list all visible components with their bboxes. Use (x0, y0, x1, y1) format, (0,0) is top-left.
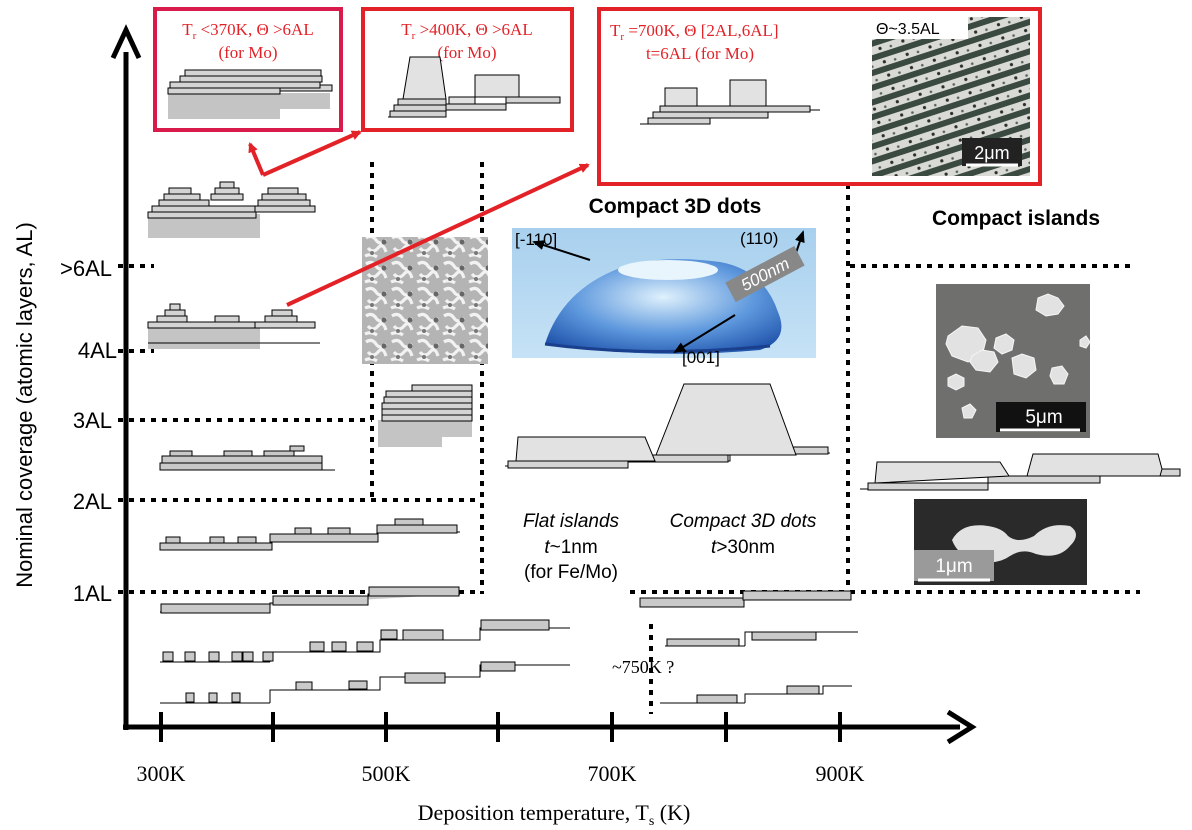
compact-islands-title: Compact islands (932, 207, 1100, 230)
schematic-6al-left (147, 181, 316, 238)
flat-islands-thickness: t~1nm (544, 537, 597, 558)
stripe-coverage-label: Θ~3.5AL (876, 21, 940, 38)
box1-condition: Tr <370K, Θ >6AL (182, 20, 313, 42)
x-tick-700k: 700K (588, 761, 637, 786)
axes: 300K 500K 700K 900K Deposition temperatu… (12, 24, 977, 829)
flat-islands-label: Flat islands (523, 511, 620, 532)
compact-3d-dot-image (512, 228, 816, 358)
transition-temperature-label: ~750K ? (612, 657, 674, 677)
compact-islands-image: 5μm (936, 284, 1091, 438)
stripe-scalebar-bg (962, 138, 1022, 166)
flat-islands-material: (for Fe/Mo) (524, 562, 618, 583)
submonolayer-schematics-right (639, 590, 858, 704)
compact-dots-label: Compact 3D dots (670, 511, 817, 532)
direction-001: [001] (682, 348, 720, 367)
y-tick-6al: >6AL (60, 256, 112, 281)
y-axis-label: Nominal coverage (atomic layers, AL) (12, 222, 37, 588)
box1-material: (for Mo) (218, 43, 277, 62)
y-tick-3al: 3AL (73, 408, 112, 433)
schematic-compact-islands-right (860, 453, 1181, 491)
y-axis-arrowhead (110, 24, 142, 60)
box3-condition: Tr =700K, Θ [2AL,6AL] (610, 21, 779, 43)
x-tick-900k: 900K (816, 761, 865, 786)
direction-arrow-001 (673, 314, 736, 354)
bowtie-scale-label: 1μm (935, 556, 972, 577)
stripe-scale-label: 2μm (974, 143, 1009, 163)
box-high-temp: Tr =700K, Θ [2AL,6AL] t=6AL (for Mo) Θ~3… (597, 7, 1042, 186)
fractal-island-image (362, 237, 488, 364)
box-low-temp: Tr <370K, Θ >6AL (for Mo) (153, 7, 343, 132)
box-mid-temp: Tr >400K, Θ >6AL (for Mo) (361, 7, 574, 132)
direction-arrow-1m10 (532, 240, 591, 261)
schematic-stacked-layers (378, 384, 473, 447)
compact-3d-dots-title: Compact 3D dots (589, 195, 762, 218)
box2-material: (for Mo) (437, 43, 496, 62)
y-tick-1al: 1AL (73, 581, 112, 606)
compact-dots-thickness: t>30nm (711, 537, 775, 558)
schematic-flat-and-3d (505, 383, 830, 469)
x-axis-arrowhead (946, 709, 977, 745)
red-arrows (248, 130, 590, 307)
box2-condition: Tr >400K, Θ >6AL (401, 20, 532, 42)
x-axis-label: Deposition temperature, Ts (K) (418, 800, 691, 829)
direction-1m10: [-110] (515, 230, 557, 249)
y-tick-2al: 2AL (73, 489, 112, 514)
x-tick-500k: 500K (362, 761, 411, 786)
bowtie-image: 1μm (914, 499, 1087, 585)
stripe-label-bg (872, 17, 968, 39)
x-axis-ticks (159, 712, 842, 742)
y-tick-4al: 4AL (78, 338, 117, 363)
direction-110: (110) (740, 229, 778, 248)
schematic-4al (147, 303, 320, 349)
box3-thickness: t=6AL (for Mo) (646, 44, 754, 63)
x-tick-300k: 300K (137, 761, 186, 786)
islands-scale-label: 5μm (1025, 407, 1062, 428)
submonolayer-schematics-left (159, 445, 570, 704)
